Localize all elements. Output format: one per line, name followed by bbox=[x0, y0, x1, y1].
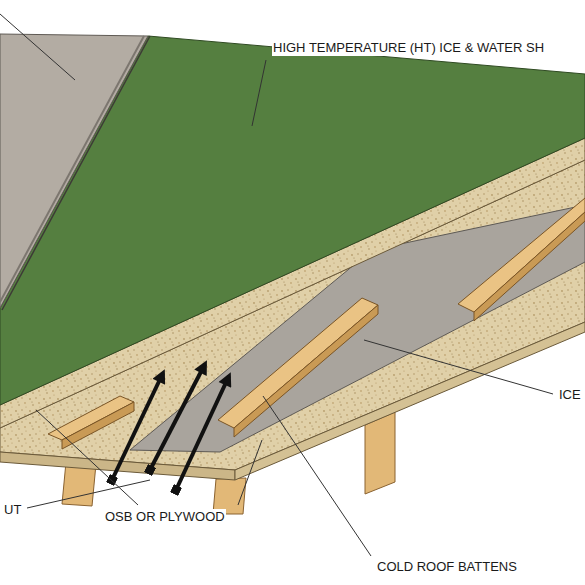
batten bbox=[474, 212, 585, 321]
batten bbox=[234, 305, 378, 437]
part-label: UT bbox=[3, 502, 22, 518]
metal-panel bbox=[0, 34, 148, 308]
part-label: OSB OR PLYWOOD bbox=[104, 509, 226, 525]
panel-seam bbox=[0, 36, 144, 302]
leader-line bbox=[238, 440, 262, 505]
part-label: COLD ROOF BATTENS bbox=[376, 559, 518, 575]
leader-line bbox=[252, 60, 266, 126]
airflow-arrow bbox=[150, 364, 205, 470]
leader-line bbox=[364, 340, 553, 394]
part-label: ICE bbox=[558, 387, 582, 403]
rafter bbox=[365, 412, 395, 494]
part-label: HIGH TEMPERATURE (HT) ICE & WATER SH bbox=[272, 40, 545, 56]
leader-line bbox=[263, 396, 371, 556]
batten bbox=[458, 198, 585, 312]
batten bbox=[62, 402, 134, 449]
airflow-arrow bbox=[176, 376, 229, 490]
leader-line bbox=[36, 410, 138, 505]
panel-seam bbox=[2, 36, 150, 310]
leader-line bbox=[0, 14, 75, 80]
leader-line bbox=[27, 480, 150, 508]
